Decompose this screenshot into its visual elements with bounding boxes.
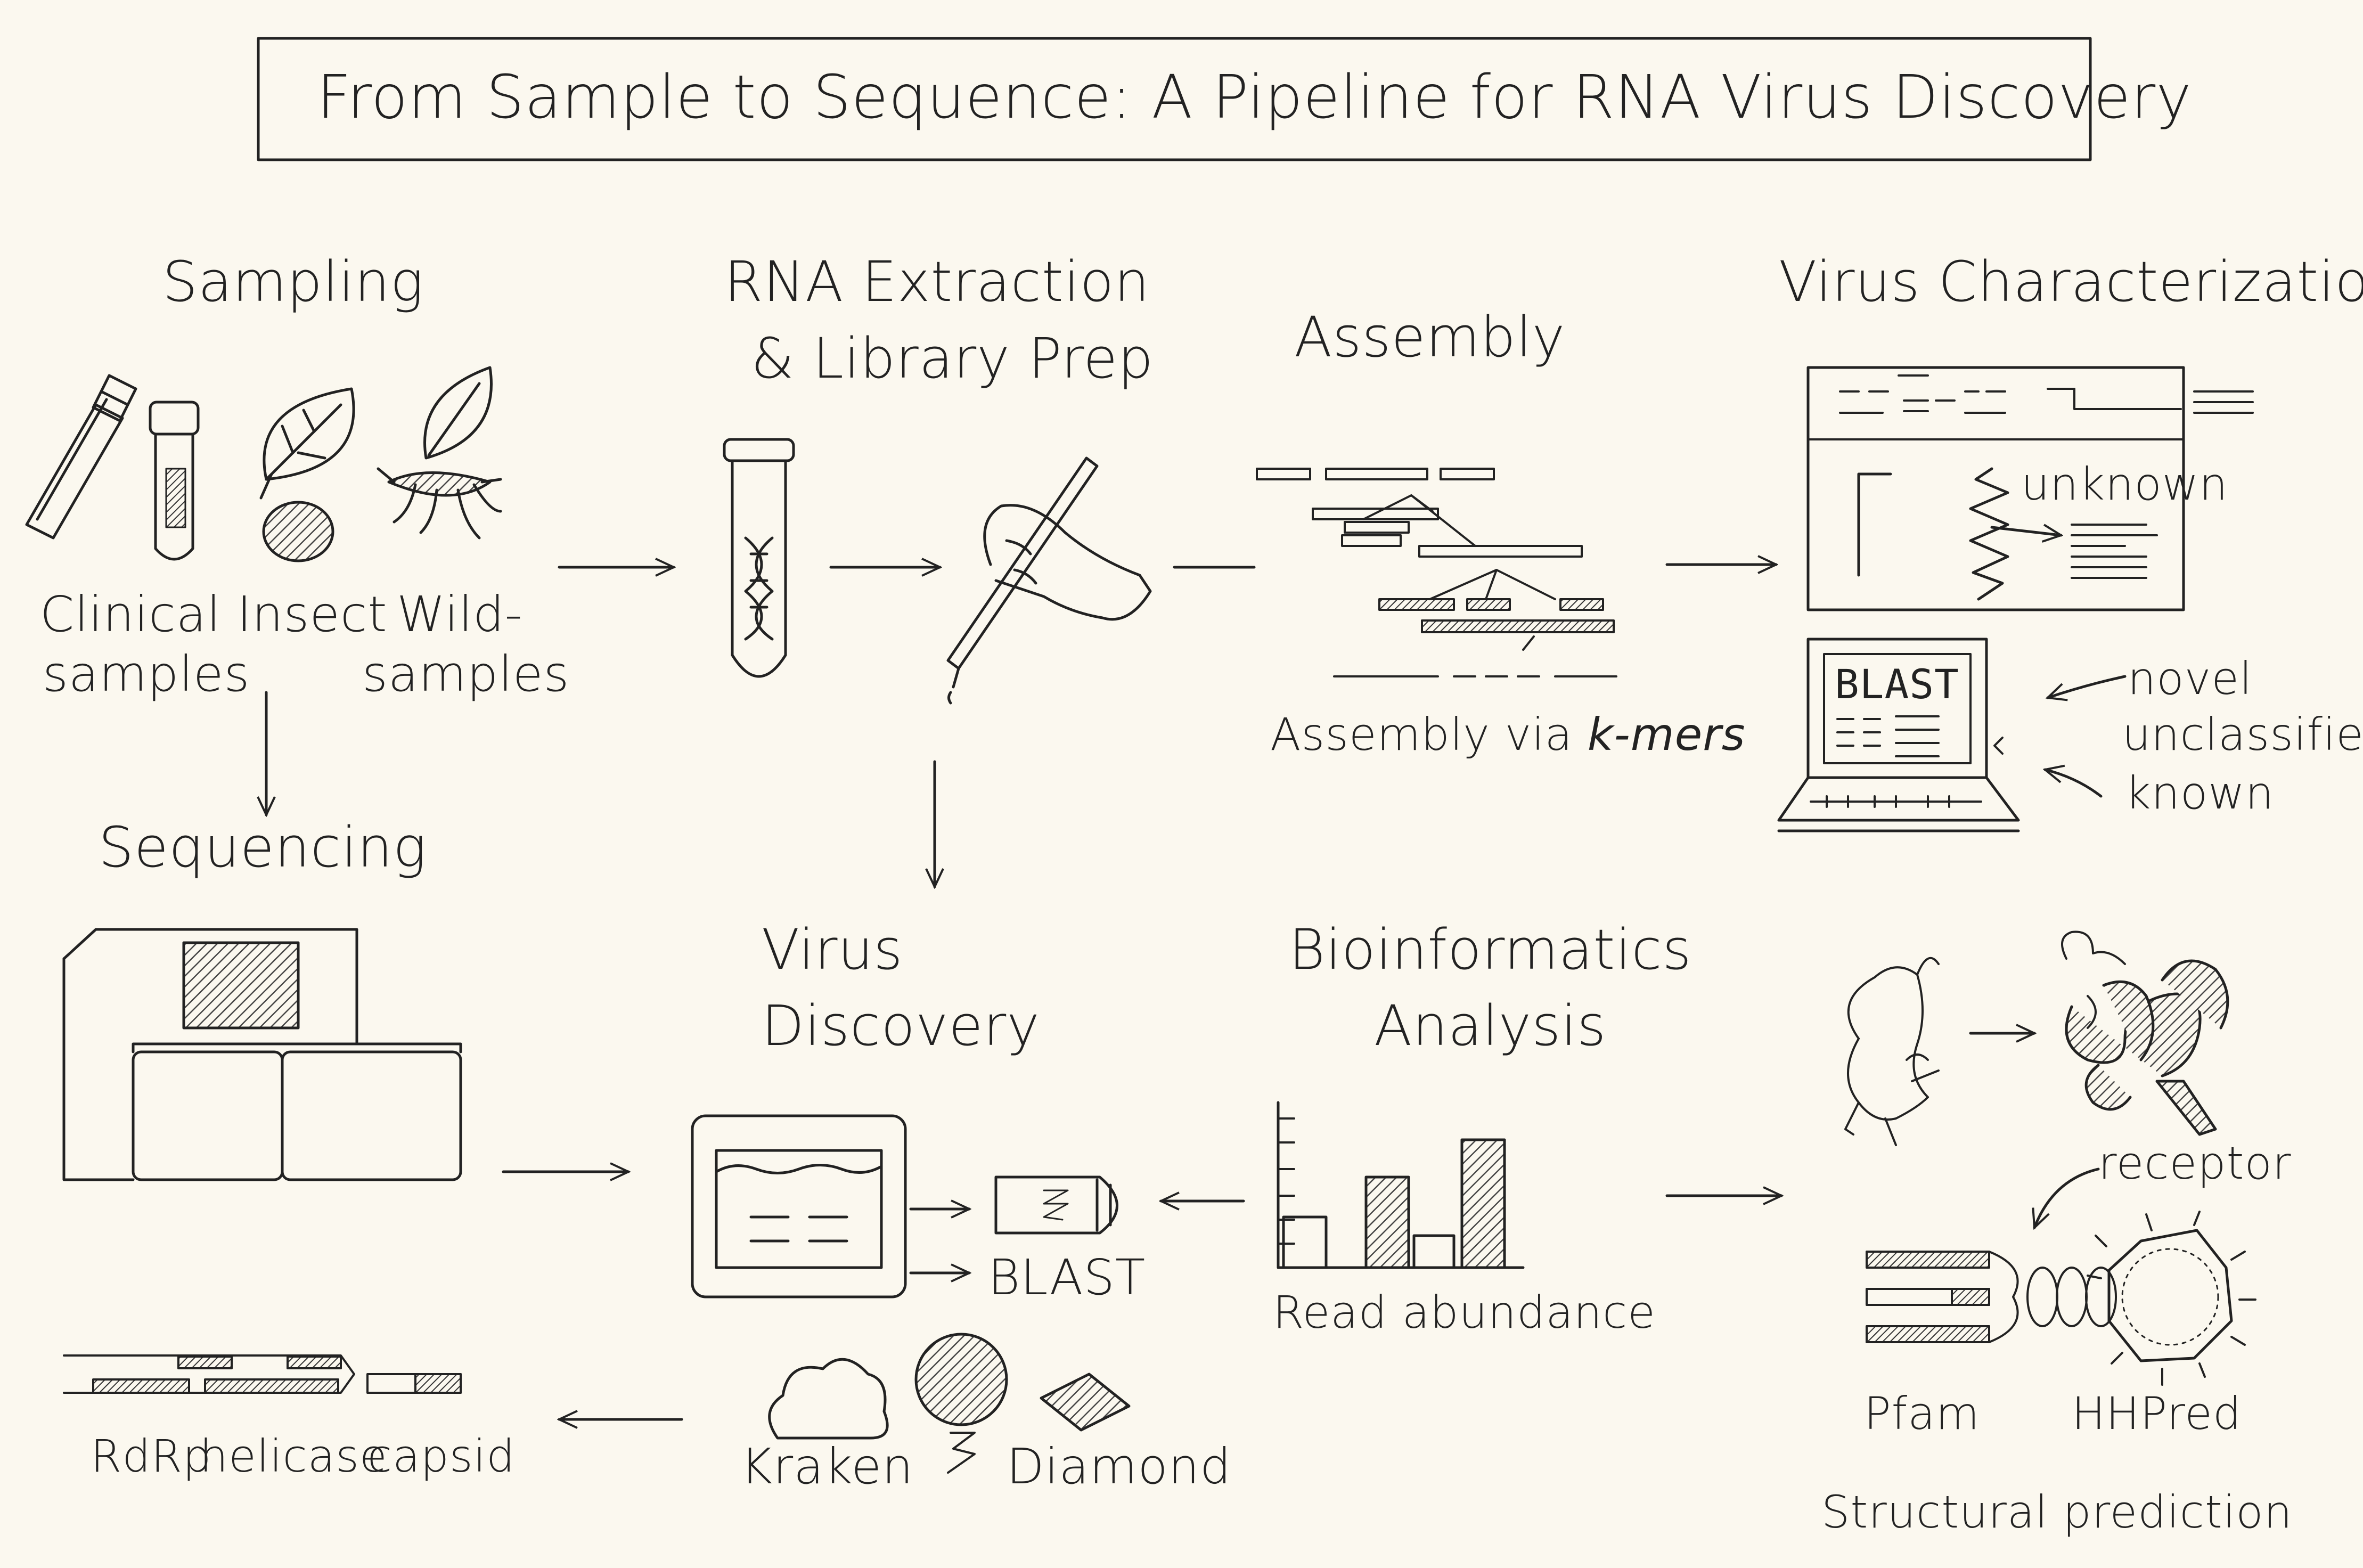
genome-label-helicase: helicase — [200, 1430, 388, 1482]
bar-2 — [1364, 1175, 1410, 1269]
helicase-domain — [204, 1378, 339, 1394]
extraction-heading-line1: RNA Extraction — [724, 249, 1150, 314]
arrow-receptor — [2034, 1167, 2100, 1228]
characterization-heading: Virus Characterization — [1779, 249, 2363, 314]
domain-bars-icon — [1866, 1251, 2117, 1343]
title-frame — [257, 37, 2092, 161]
label-unclassified: unclassified — [2122, 708, 2363, 761]
rdrp-domain — [92, 1378, 190, 1394]
tool-kraken-label: Kraken — [740, 1438, 914, 1495]
tool-hhpred-label: HHPred — [2072, 1387, 2242, 1440]
test-tube-icon — [723, 438, 795, 678]
swab-tube-icon — [25, 374, 137, 540]
bioinformatics-heading-line1: Bioinformatics — [1289, 917, 1692, 982]
assembly-caption-text: Assembly via — [1270, 708, 1588, 761]
genome-map — [63, 1354, 462, 1394]
assembly-heading: Assembly — [1294, 305, 1566, 370]
bar-4 — [1460, 1138, 1506, 1269]
bar-1 — [1282, 1215, 1328, 1269]
protein-coil-icon — [1844, 957, 1940, 1146]
label-wild-samples: samples — [362, 646, 570, 703]
laptop-icon — [1777, 638, 2020, 832]
sequencer-icon — [62, 928, 462, 1181]
discovery-blast-label: BLAST — [988, 1249, 1146, 1306]
arrow-known — [2045, 770, 2103, 798]
label-clinical: Clinical — [40, 586, 221, 643]
label-insect: Insect — [237, 586, 388, 643]
virion-icon — [2087, 1211, 2256, 1386]
tool-pfam-label: Pfam — [1864, 1387, 1980, 1440]
label-known: known — [2125, 767, 2275, 819]
arrow-novel — [2048, 675, 2127, 698]
capsule-icon — [994, 1175, 1118, 1235]
seed-icon — [262, 501, 334, 562]
assembly-reads-graphic — [1256, 468, 1617, 677]
genome-label-rdrp: RdRp — [91, 1430, 212, 1482]
discovery-heading-line1: Virus — [762, 917, 903, 982]
genome-label-capsid: capsid — [367, 1430, 516, 1482]
pipette-hand-icon — [946, 456, 1152, 705]
extraction-heading-line2: & Library Prep — [751, 326, 1154, 391]
assembly-caption-kmers: k-mers — [1587, 708, 1746, 761]
balloon-icon — [914, 1333, 1008, 1474]
label-clinical-samples: samples — [43, 646, 250, 703]
bar-chart — [1277, 1101, 1525, 1269]
label-novel: novel — [2128, 652, 2253, 705]
alignment-panel — [1806, 366, 2254, 611]
blood-tube-icon — [149, 401, 200, 561]
label-wild: Wild- — [397, 586, 523, 643]
tool-diamond-label: Diamond — [1007, 1438, 1232, 1495]
sampling-heading: Sampling — [162, 249, 424, 314]
receptor-label: receptor — [2098, 1137, 2292, 1189]
bioinformatics-heading-line2: Analysis — [1374, 993, 1607, 1058]
protein-fold-icon — [2061, 930, 2229, 1136]
discovery-heading-line2: Discovery — [762, 993, 1040, 1058]
laptop-blast-label: BLAST — [1835, 660, 1959, 708]
read-abundance-label: Read abundance — [1273, 1286, 1656, 1338]
label-unknown: unknown — [2021, 458, 2228, 510]
structural-prediction-label: Structural prediction — [1821, 1486, 2293, 1538]
cloud-icon — [768, 1358, 889, 1440]
leaf-icon — [259, 387, 355, 562]
page-title: From Sample to Sequence: A Pipeline for … — [317, 63, 2192, 132]
assembly-caption: Assembly via k-mers — [1270, 708, 1746, 761]
leaf-small-icon — [423, 366, 493, 460]
bar-3 — [1412, 1234, 1456, 1269]
monitor-icon — [691, 1114, 907, 1298]
sequencing-heading: Sequencing — [99, 815, 427, 880]
diamond-icon — [1040, 1373, 1131, 1432]
insect-icon — [377, 366, 502, 540]
